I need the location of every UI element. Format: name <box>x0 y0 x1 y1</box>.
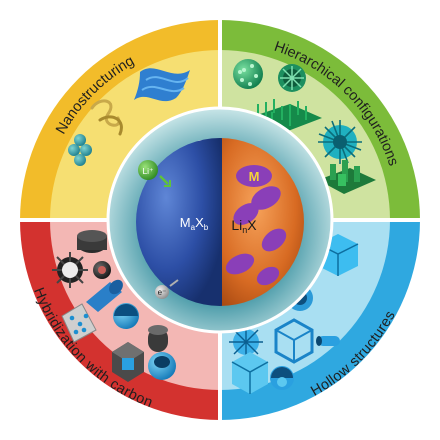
hollow-cube-icon <box>231 352 269 394</box>
nanowire-icon <box>90 99 123 136</box>
lithium-ion: Li⁺ <box>138 160 171 187</box>
carbon-cylinder-shell-icon <box>148 325 168 352</box>
flower-sphere-icon <box>278 64 306 92</box>
core-shell-sphere-icon <box>93 261 111 279</box>
carbon-tube-icon <box>86 279 123 312</box>
metal-label: M <box>249 169 260 184</box>
hierarchical-illustrations <box>233 59 376 194</box>
branched-structure-icon <box>318 160 376 194</box>
electron: e⁻ <box>155 279 179 299</box>
formula-left: MaXb <box>180 215 209 232</box>
carbon-cylinder-icon <box>77 230 107 253</box>
hollow-sphere-carbon-icon <box>148 352 176 380</box>
hollow-nested-sphere-icon <box>270 366 294 390</box>
central-sphere <box>136 138 304 306</box>
nanosheet-icon <box>134 68 190 102</box>
graphene-sheet-icon <box>61 303 97 343</box>
hollow-capsule-icon <box>316 336 340 346</box>
carbon-cube-icon <box>112 342 144 382</box>
svg-text:e⁻: e⁻ <box>158 288 167 297</box>
urchin-sphere-icon <box>318 120 362 164</box>
hybridization-illustrations <box>52 230 176 382</box>
textured-sphere-icon <box>233 59 263 89</box>
half-shell-sphere-icon <box>113 303 139 329</box>
hollow-frame-cube-icon <box>274 318 314 364</box>
formula-right: LinX <box>231 217 257 235</box>
metal-particle-labelled <box>236 165 272 187</box>
spiky-hollow-sphere-icon <box>229 325 263 359</box>
metal-particles <box>225 186 287 286</box>
nanostructuring-illustrations <box>68 68 190 166</box>
nanoparticles-icon <box>68 134 92 166</box>
spiky-carbon-sphere-icon <box>52 252 88 288</box>
svg-text:Li⁺: Li⁺ <box>142 166 154 176</box>
